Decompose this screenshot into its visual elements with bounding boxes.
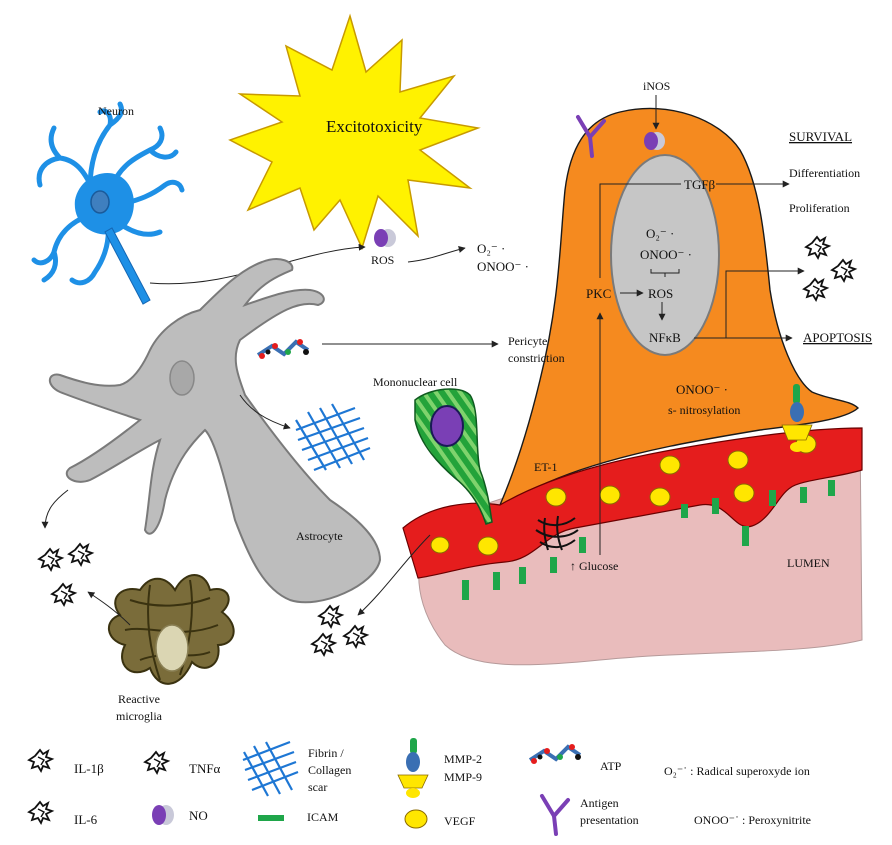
- legend-antigen-line1: Antigen: [580, 796, 619, 810]
- label-mononuclear: Mononuclear cell: [373, 375, 458, 389]
- label-onoo-top: ONOO⁻ ·: [477, 259, 529, 274]
- label-lumen: LUMEN: [787, 556, 830, 570]
- vessel-to-cytokines-arrow: [357, 534, 431, 616]
- microglia-to-cytokines-arrow: [87, 591, 131, 626]
- atp-icon-astrocyte: [256, 339, 310, 359]
- label-ros-nucleus: ROS: [648, 286, 673, 301]
- label-survival: SURVIVAL: [789, 129, 852, 144]
- microglia-nucleus: [155, 624, 189, 672]
- label-nfkb: NFκB: [649, 330, 681, 345]
- fibrin-mesh: [295, 403, 371, 472]
- vessel-knot: [535, 515, 579, 551]
- legend: IL-1β IL-6 TNFα NO Fibrin / Collagen sca…: [28, 738, 811, 836]
- legend-fibrin-line2: Collagen: [308, 763, 351, 777]
- pericyte-nucleus: [610, 154, 720, 356]
- ros-no-icon: [374, 229, 396, 247]
- label-apoptosis: APOPTOSIS: [803, 330, 872, 345]
- legend-tnfa-label: TNFα: [189, 761, 221, 776]
- legend-fibrin-line3: scar: [308, 780, 327, 794]
- label-et1: ET-1: [534, 460, 558, 474]
- cytokines-left: [38, 543, 93, 606]
- legend-antigen-line2: presentation: [580, 813, 639, 827]
- legend-no-icon: [152, 805, 174, 825]
- icam-markers: [462, 480, 835, 600]
- legend-mmp-icon: [397, 738, 429, 798]
- label-excitotoxicity: Excitotoxicity: [326, 117, 423, 136]
- neuron-nucleus: [90, 190, 110, 214]
- ros-to-o2-arrow: [407, 246, 466, 263]
- pericyte-arrows: [596, 180, 805, 555]
- astrocyte-to-fibrin-arrow: [239, 394, 291, 430]
- inos-no-icon: [644, 132, 665, 150]
- label-onoo-nucleus: ONOO⁻ ·: [640, 247, 692, 262]
- legend-atp-icon: [528, 744, 582, 764]
- label-glucose: ↑ Glucose: [570, 559, 618, 573]
- legend-atp-label: ATP: [600, 759, 622, 773]
- astrocyte-cell: [48, 258, 382, 604]
- legend-il1b-label: IL-1β: [74, 761, 104, 776]
- legend-mmp2-label: MMP-2: [444, 752, 482, 766]
- legend-o2-definition: O₂⁻˙ : Radical superoxyde ion: [664, 764, 810, 778]
- label-o2-nucleus: O₂⁻ ·: [646, 226, 674, 241]
- label-pkc: PKC: [586, 286, 611, 301]
- vegf-markers: [430, 434, 817, 556]
- antigen-icon-top: [576, 115, 606, 158]
- legend-no-label: NO: [189, 808, 208, 823]
- legend-onoo-definition: ONOO⁻˙ : Peroxynitrite: [694, 813, 811, 827]
- legend-antigen-icon: [540, 794, 570, 836]
- label-onoo-cell: ONOO⁻ ·: [676, 382, 728, 397]
- label-ros: ROS: [371, 253, 394, 267]
- label-reactive: Reactive: [118, 692, 160, 706]
- label-s-nitrosylation: s- nitrosylation: [668, 403, 740, 417]
- astrocyte-to-cytokines-arrow: [41, 489, 69, 529]
- neuron-axon: [104, 227, 151, 305]
- astrocyte-nucleus: [169, 360, 195, 396]
- label-microglia: microglia: [116, 709, 163, 723]
- mononuclear-nucleus: [430, 405, 464, 447]
- label-proliferation: Proliferation: [789, 201, 850, 215]
- label-pericyte: Pericyte: [508, 334, 547, 348]
- label-inos: iNOS: [643, 79, 670, 93]
- label-astrocyte: Astrocyte: [296, 529, 343, 543]
- mmp-on-vessel: [781, 384, 813, 452]
- legend-icam-label: ICAM: [307, 810, 339, 824]
- legend-fibrin-line1: Fibrin /: [308, 746, 344, 760]
- legend-vegf-icon: [404, 809, 428, 829]
- label-differentiation: Differentiation: [789, 166, 860, 180]
- legend-il6-label: IL-6: [74, 812, 98, 827]
- cytokines-right: [803, 236, 856, 301]
- legend-mmp9-label: MMP-9: [444, 770, 482, 784]
- legend-icam-icon: [258, 815, 284, 821]
- legend-fibrin-icon: [242, 740, 299, 797]
- label-tgfb: TGFβ: [684, 177, 716, 192]
- label-constriction: constriction: [508, 351, 565, 365]
- legend-vegf-label: VEGF: [444, 814, 476, 828]
- cytokines-bottom: [311, 605, 368, 656]
- label-neuron: Neuron: [98, 104, 134, 118]
- label-o2-top: O₂⁻ ·: [477, 241, 505, 256]
